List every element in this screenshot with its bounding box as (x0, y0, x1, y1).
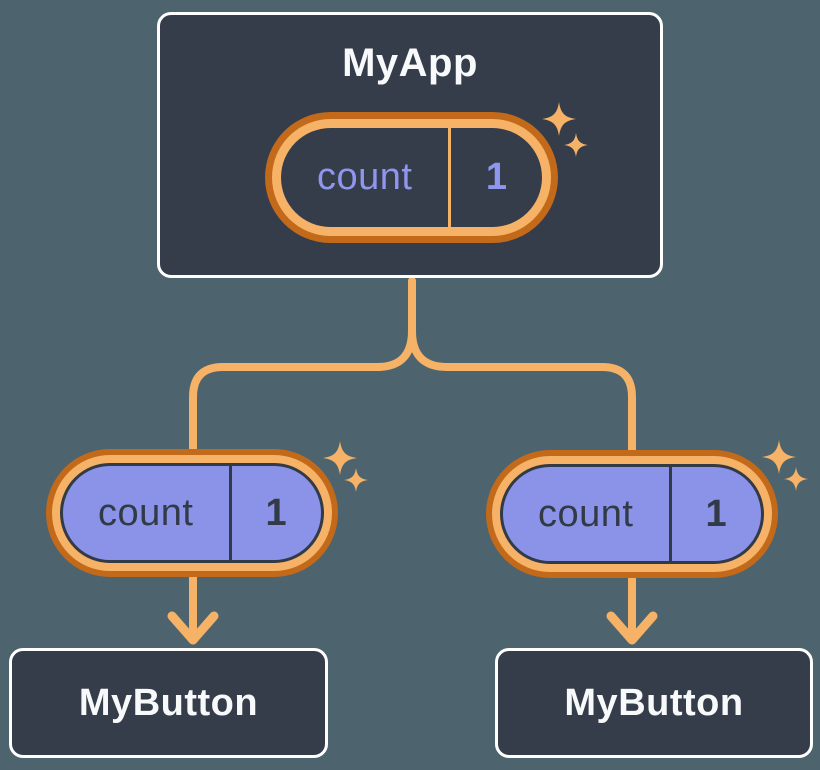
connector-left-branch (189, 277, 416, 459)
prop-value: 1 (705, 492, 728, 535)
connector-right-branch (408, 277, 636, 459)
state-label: count (317, 156, 413, 198)
state-pill-myapp: count 1 (265, 112, 558, 243)
pill-divider (228, 466, 232, 560)
pill-divider (668, 467, 672, 561)
pill-divider (448, 128, 452, 227)
sparkle-icon (564, 133, 588, 157)
prop-pill-left: count 1 (46, 449, 338, 577)
arrow-right-head (606, 611, 658, 645)
sparkle-icon (762, 440, 796, 474)
prop-label: count (538, 492, 634, 535)
prop-pill-ring: count 1 (492, 456, 772, 572)
node-mybutton-title: MyButton (78, 681, 259, 724)
state-value: 1 (485, 156, 508, 198)
node-myapp-title: MyApp (342, 41, 478, 85)
sparkle-icon (323, 441, 357, 475)
node-mybutton-right: MyButton (495, 648, 813, 758)
prop-value: 1 (265, 491, 288, 534)
prop-pill-right: count 1 (486, 450, 778, 578)
state-pill-ring: count 1 (272, 119, 551, 236)
prop-label: count (98, 491, 194, 534)
sparkle-icon (344, 468, 368, 492)
prop-pill-ring: count 1 (52, 455, 332, 571)
node-mybutton-left: MyButton (9, 648, 328, 758)
sparkle-icon (542, 102, 576, 136)
sparkle-icon (784, 467, 808, 491)
node-mybutton-title: MyButton (564, 681, 744, 724)
arrow-left-head (167, 611, 219, 645)
